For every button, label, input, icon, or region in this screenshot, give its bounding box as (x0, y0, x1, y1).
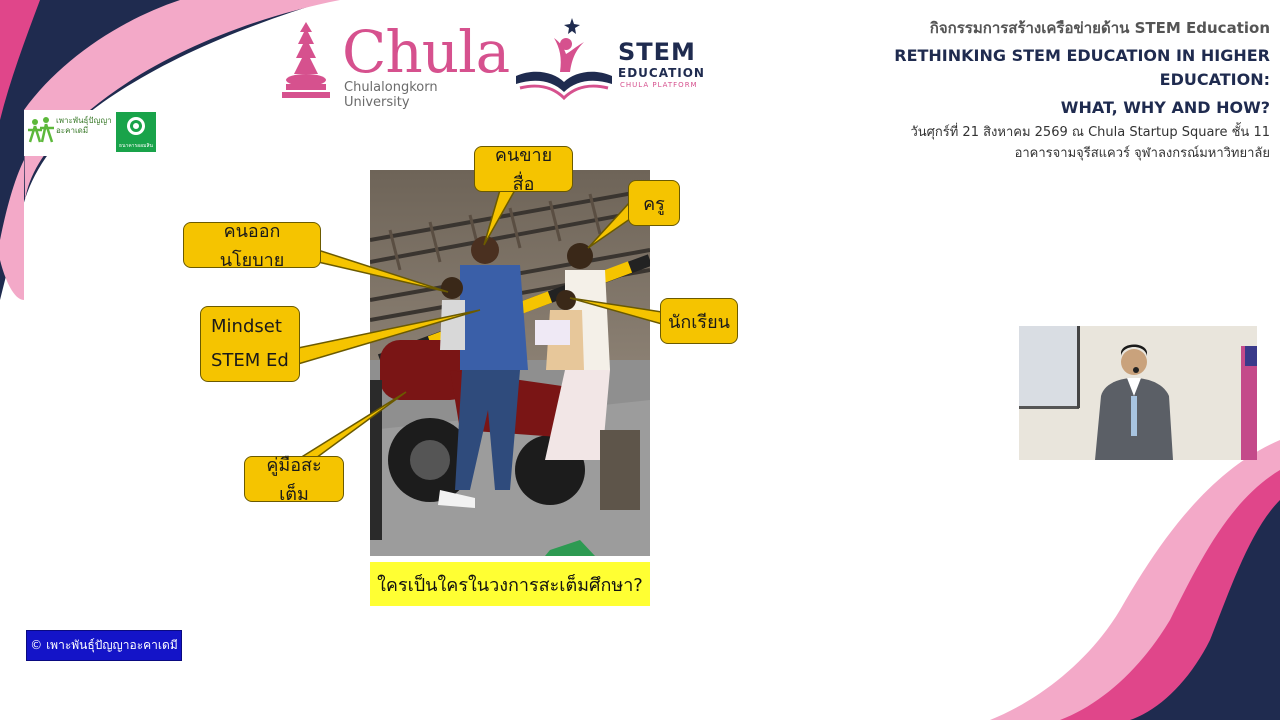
callout-mindset-line1: Mindset (211, 316, 282, 337)
event-title-line1: RETHINKING STEM EDUCATION IN HIGHER EDUC… (894, 46, 1270, 89)
partner-logos: เพาะพันธุ์ปัญญา อะคาเดมี ธนาคารออมสิน (24, 110, 160, 156)
event-title-line2: WHAT, WHY AND HOW? (1060, 98, 1270, 117)
event-date: วันศุกร์ที่ 21 สิงหาคม 2569 ณ Chula Star… (910, 125, 1270, 140)
callout-mindset-stem-ed: Mindset STEM Ed (200, 306, 300, 382)
event-header: กิจกรรมการสร้างเครือข่ายด้าน STEM Educat… (810, 16, 1270, 162)
stem-education-label: EDUCATION (618, 66, 705, 80)
slide-question-caption: ใครเป็นใครในวงการสะเต็มศึกษา? (370, 562, 650, 606)
event-activity: กิจกรรมการสร้างเครือข่ายด้าน STEM Educat… (929, 19, 1270, 37)
stem-book-figure-icon (516, 18, 612, 101)
pphp-academy-text: เพาะพันธุ์ปัญญา อะคาเดมี (56, 116, 112, 135)
stem-wordmark: STEM (618, 38, 696, 66)
chula-subtitle: Chulalongkorn University (344, 80, 438, 110)
chula-emblem-icon (282, 22, 330, 98)
stem-platform-label: CHULA PLATFORM (620, 81, 698, 89)
callout-media-seller: คนขายสื่อ (474, 145, 573, 195)
callout-teacher: ครู (628, 180, 680, 226)
speaker-video-feed (1019, 326, 1257, 460)
gsb-bank-text: ธนาคารออมสิน (119, 143, 153, 149)
sprout-people-icon (28, 117, 54, 143)
gsb-emblem-icon (127, 117, 145, 135)
pphp-academy-logo: เพาะพันธุ์ปัญญา อะคาเดมี (26, 112, 116, 152)
stem-education-logo: STEM EDUCATION CHULA PLATFORM (514, 18, 714, 102)
callout-student: นักเรียน (660, 298, 738, 344)
gsb-bank-logo: ธนาคารออมสิน (116, 112, 156, 152)
event-venue: อาคารจามจุรีสแควร์ จุฬาลงกรณ์มหาวิทยาลัย (1014, 146, 1270, 161)
callout-policy-maker: คนออกนโยบาย (183, 221, 321, 271)
copyright-badge: © เพาะพันธุ์ปัญญาอะคาเดมี (26, 630, 182, 661)
chula-wordmark: Chula (342, 18, 510, 86)
callout-stem-manual: คู่มือสะเต็ม (244, 455, 344, 505)
chula-logo: Chula Chulalongkorn University (278, 18, 510, 110)
callout-mindset-line2: STEM Ed (211, 350, 289, 371)
motorcycle-railway-photo (370, 170, 650, 556)
